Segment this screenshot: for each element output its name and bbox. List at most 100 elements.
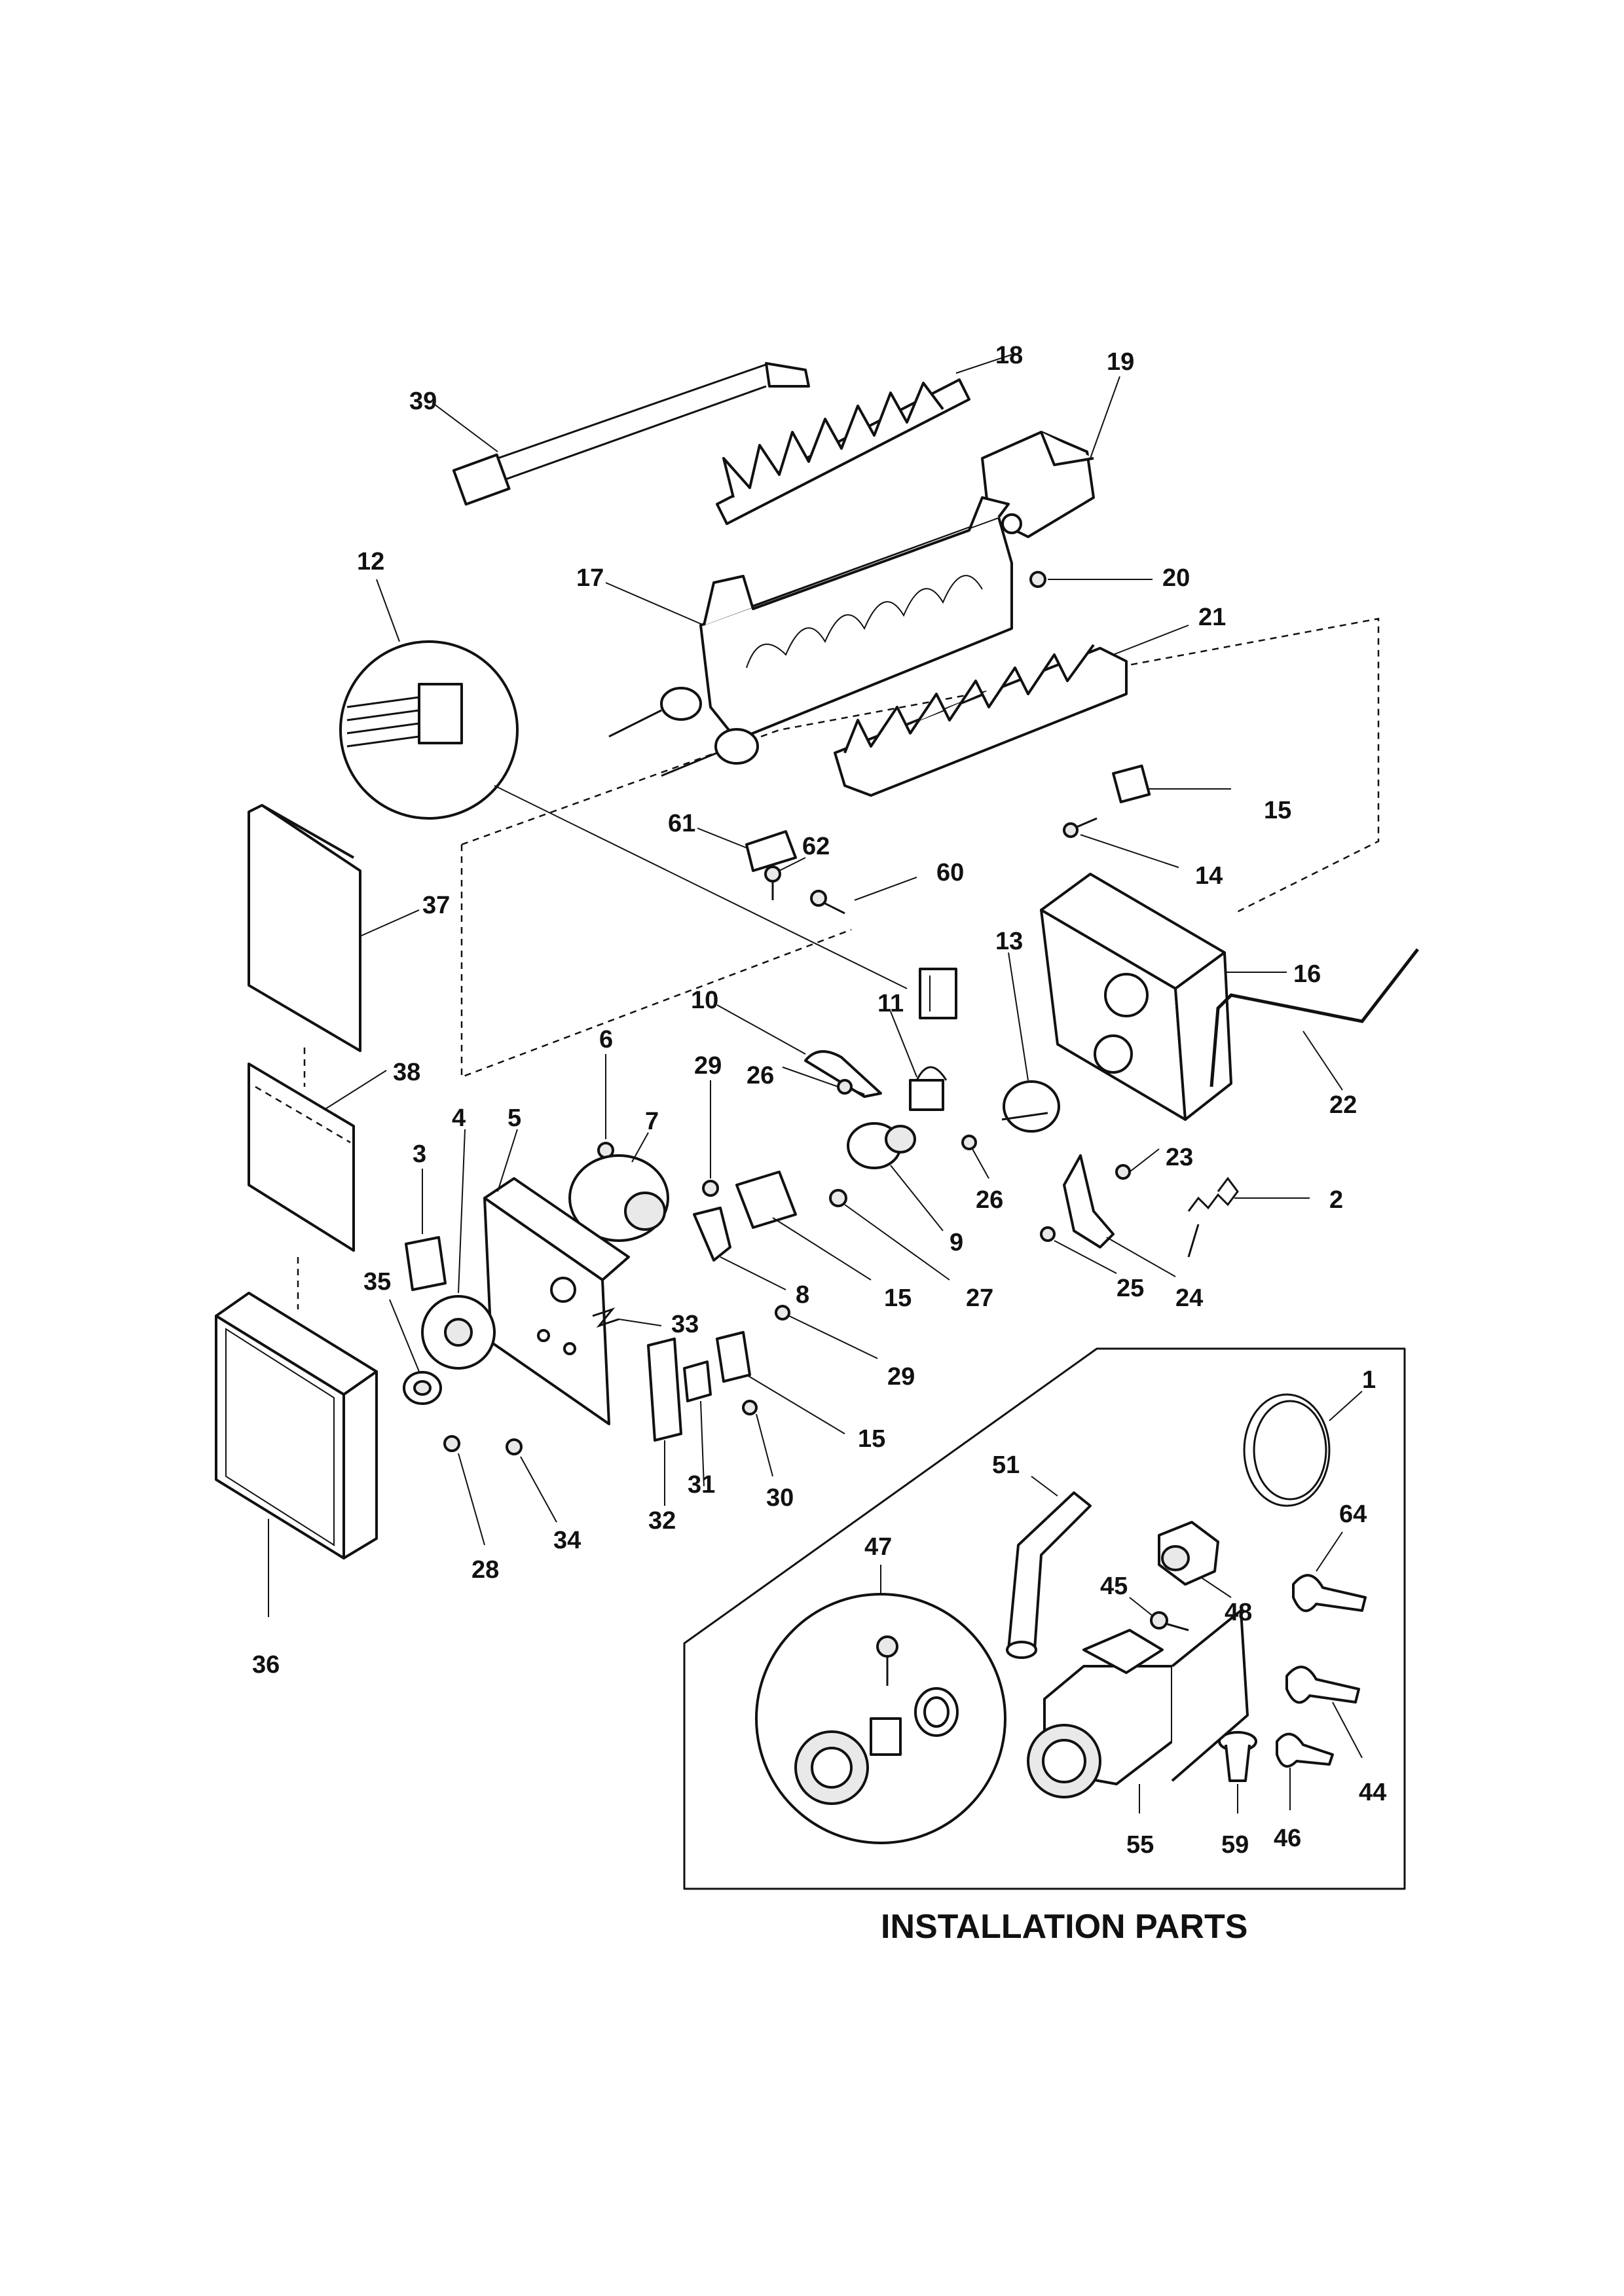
callout-17: 17 xyxy=(576,564,604,592)
screw-26-left xyxy=(782,1066,865,1096)
housing-16 xyxy=(1040,873,1287,1121)
callout-30: 30 xyxy=(766,1484,794,1512)
callout-24: 24 xyxy=(1175,1285,1203,1312)
lever-10 xyxy=(716,1004,882,1098)
installation-parts-frame xyxy=(683,1347,1406,1890)
callout-2: 2 xyxy=(1329,1186,1343,1214)
screw-26-right xyxy=(961,1135,989,1179)
switch-15-upper xyxy=(1112,764,1231,803)
callout-25: 25 xyxy=(1116,1275,1144,1302)
callout-29-upper: 29 xyxy=(694,1052,722,1080)
nut-48 xyxy=(1158,1521,1232,1598)
screw-29-upper xyxy=(702,1080,719,1197)
callout-59: 59 xyxy=(1221,1831,1249,1859)
valve-55 xyxy=(1027,1609,1249,1813)
callout-51: 51 xyxy=(992,1451,1020,1479)
callout-29-lower: 29 xyxy=(887,1363,915,1391)
callout-37: 37 xyxy=(422,892,450,919)
assembly-dashed-outline xyxy=(460,617,1380,1078)
callout-55: 55 xyxy=(1126,1831,1154,1859)
callout-22: 22 xyxy=(1329,1091,1357,1119)
callout-35: 35 xyxy=(363,1268,391,1296)
mold-17 xyxy=(605,496,1013,777)
callout-48: 48 xyxy=(1225,1599,1252,1626)
feeler-arm-22 xyxy=(1209,948,1419,1091)
callout-62: 62 xyxy=(802,833,830,860)
spring-33 xyxy=(592,1307,662,1328)
callout-18: 18 xyxy=(995,342,1023,369)
callout-21: 21 xyxy=(1198,604,1226,631)
callout-28: 28 xyxy=(471,1556,499,1584)
screw-60 xyxy=(810,877,917,915)
harness-39 xyxy=(432,362,810,506)
screw-29-lower xyxy=(775,1305,878,1359)
manual-37 xyxy=(248,804,420,1052)
callout-64: 64 xyxy=(1339,1501,1367,1528)
callout-12: 12 xyxy=(357,548,384,575)
lever-8 xyxy=(693,1207,786,1290)
callout-27: 27 xyxy=(966,1285,993,1312)
callout-32: 32 xyxy=(648,1507,676,1535)
callout-45: 45 xyxy=(1100,1573,1128,1600)
hose-51 xyxy=(1006,1476,1092,1659)
clamp-46 xyxy=(1276,1732,1334,1810)
plate-31 xyxy=(683,1360,712,1487)
screw-45 xyxy=(1129,1597,1189,1631)
gear-9 xyxy=(847,1122,944,1231)
callout-4: 4 xyxy=(452,1104,466,1132)
thermostat-13 xyxy=(1001,952,1060,1133)
screw-6 xyxy=(597,1054,614,1172)
clamp-64 xyxy=(1292,1531,1367,1613)
callout-14: 14 xyxy=(1195,862,1223,890)
callout-61: 61 xyxy=(668,810,695,837)
plate-5 xyxy=(483,1129,630,1425)
callout-5: 5 xyxy=(507,1104,521,1132)
hub-35 xyxy=(389,1299,442,1405)
callout-19: 19 xyxy=(1107,348,1134,376)
callout-3: 3 xyxy=(413,1140,426,1168)
plug-connector xyxy=(919,968,957,1019)
callout-46: 46 xyxy=(1274,1825,1301,1852)
callout-7: 7 xyxy=(645,1108,659,1135)
sheet-38 xyxy=(248,1063,387,1252)
gear-4 xyxy=(421,1129,496,1370)
motor-7 xyxy=(568,1132,669,1242)
callout-47: 47 xyxy=(864,1533,892,1561)
switch-15-lower xyxy=(716,1331,845,1434)
callout-9: 9 xyxy=(950,1229,963,1256)
callout-39: 39 xyxy=(409,388,437,415)
installation-parts-title: INSTALLATION PARTS xyxy=(881,1908,1247,1946)
callout-15-middle: 15 xyxy=(884,1285,912,1312)
callout-44: 44 xyxy=(1359,1779,1386,1806)
fitting-inset-47 xyxy=(755,1565,1006,1844)
callout-34: 34 xyxy=(553,1527,581,1554)
callout-38: 38 xyxy=(393,1059,420,1086)
screw-25 xyxy=(1040,1226,1117,1274)
screw-34 xyxy=(506,1438,557,1523)
callout-26-right: 26 xyxy=(976,1186,1003,1214)
callout-23: 23 xyxy=(1166,1144,1193,1171)
bracket-32 xyxy=(647,1338,682,1506)
callout-26-left: 26 xyxy=(747,1062,774,1089)
cover-box-36 xyxy=(215,1292,378,1617)
callout-11: 11 xyxy=(877,990,904,1017)
clamp-44 xyxy=(1285,1666,1363,1758)
callout-10: 10 xyxy=(691,987,718,1014)
screw-20 xyxy=(1029,571,1153,588)
stripper-21 xyxy=(834,625,1189,797)
screw-27 xyxy=(829,1189,950,1281)
ejector-18 xyxy=(716,353,1016,525)
callout-16: 16 xyxy=(1293,960,1321,988)
label-3 xyxy=(405,1169,447,1291)
callout-8: 8 xyxy=(796,1281,809,1309)
callout-15-upper: 15 xyxy=(1264,797,1291,824)
screw-23 xyxy=(1115,1148,1160,1180)
connector-inset-12 xyxy=(339,579,908,989)
screw-14 xyxy=(1063,817,1179,868)
callout-60: 60 xyxy=(936,859,964,886)
callout-33: 33 xyxy=(671,1311,699,1338)
screw-28 xyxy=(443,1435,485,1546)
callout-31: 31 xyxy=(688,1471,715,1499)
